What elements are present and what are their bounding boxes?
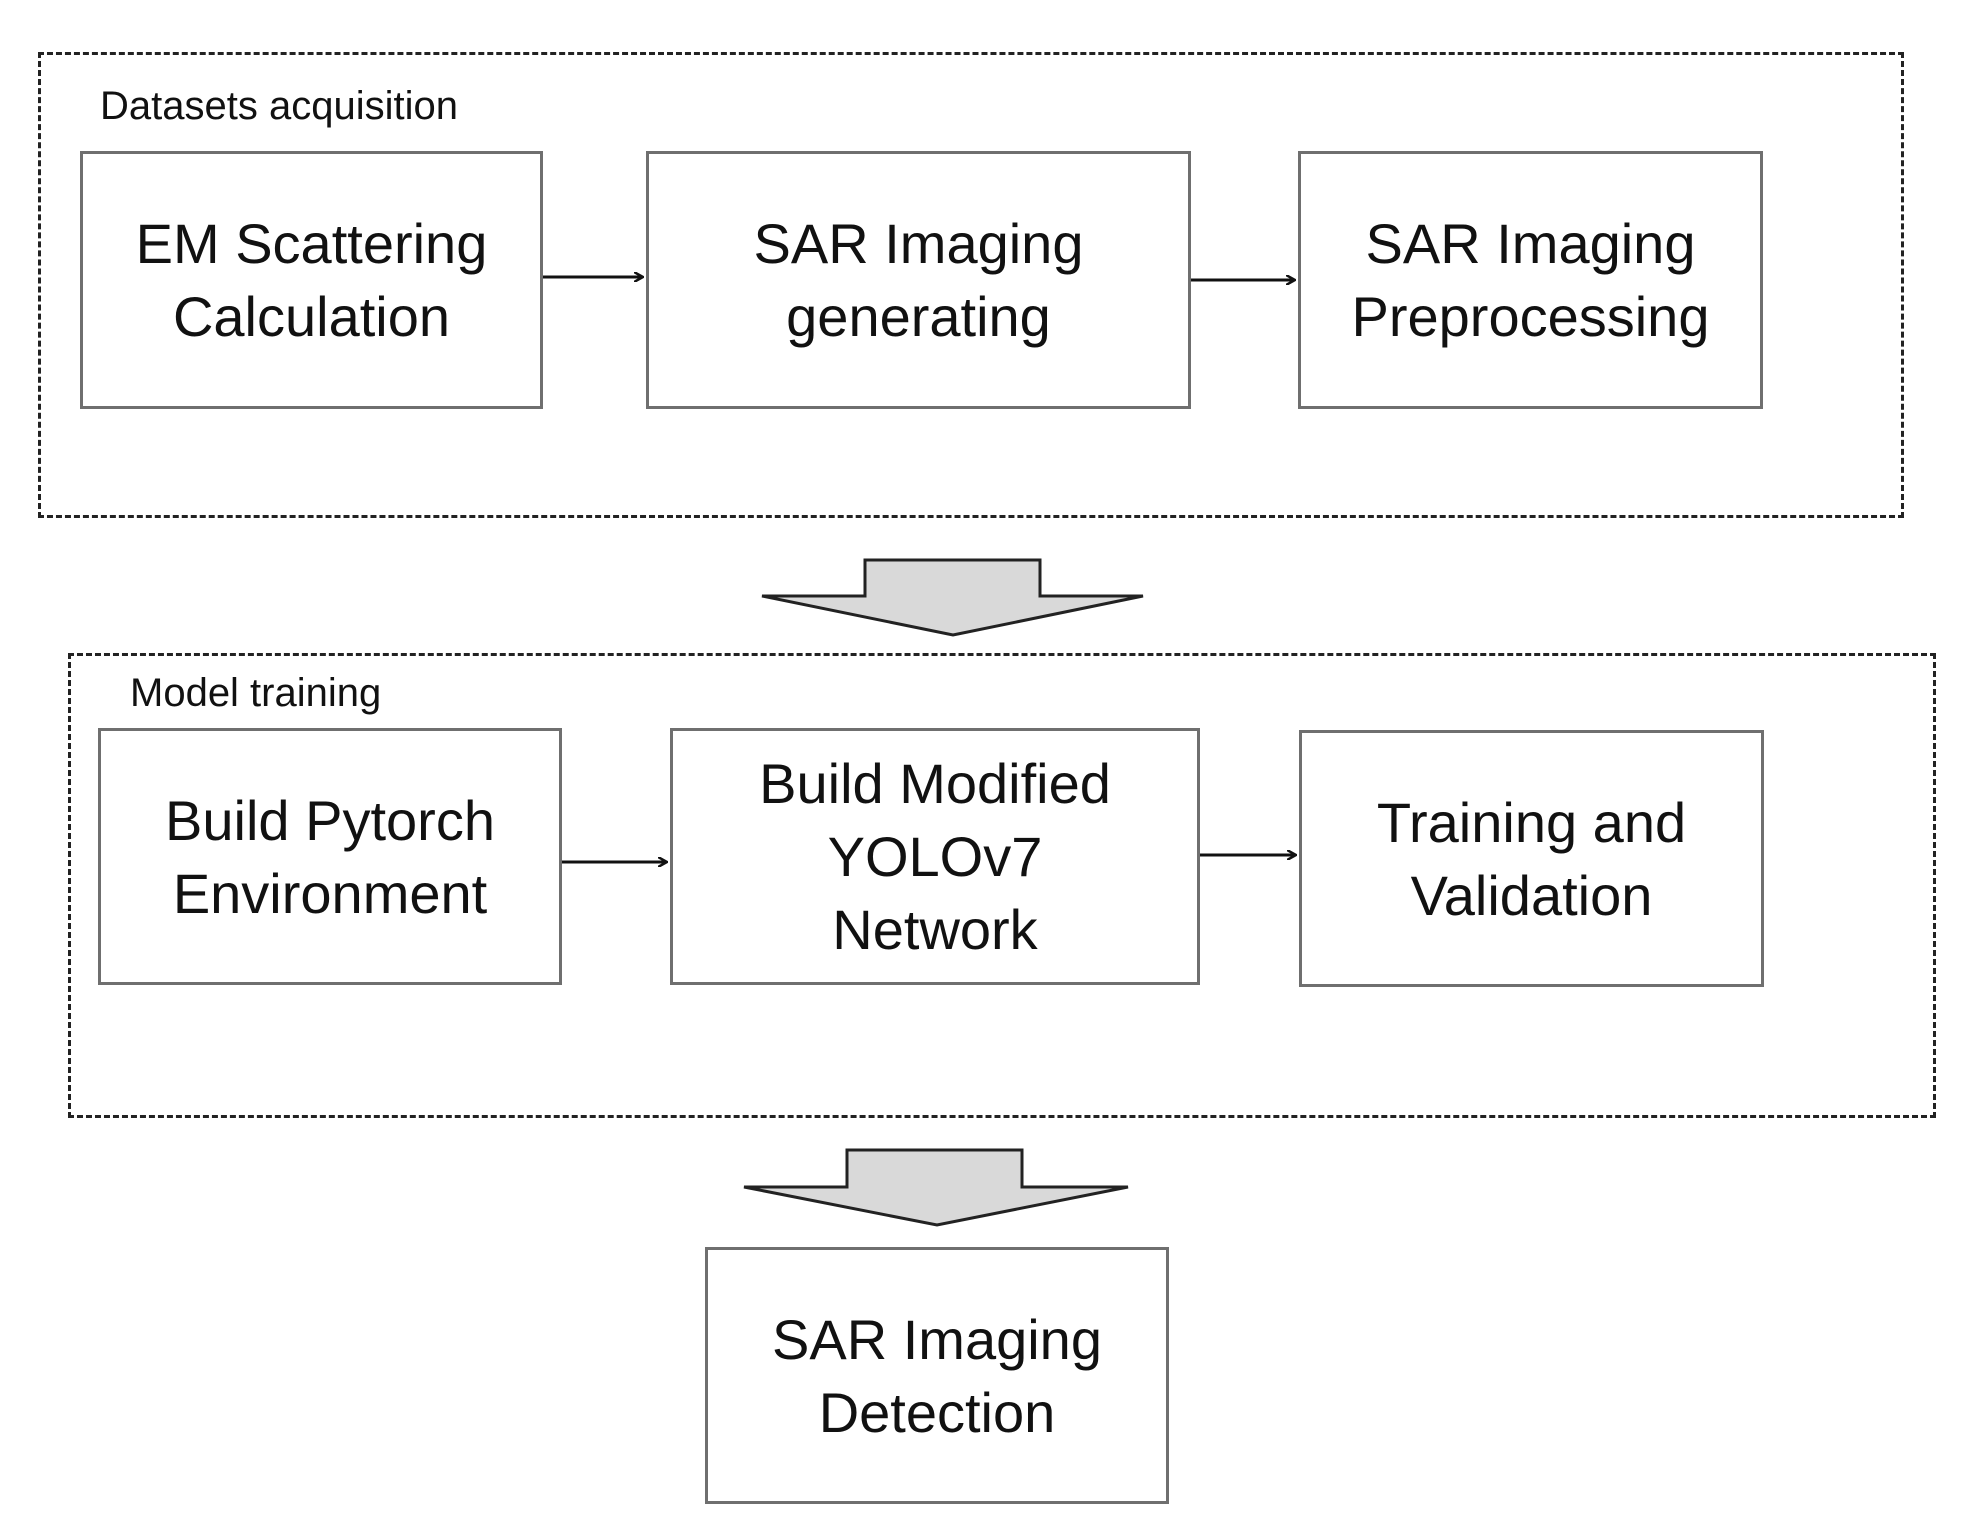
- build-pytorch-environment-text: Build Pytorch Environment: [165, 788, 495, 925]
- sar-imaging-generating-text: SAR Imaging generating: [753, 212, 1084, 348]
- block-arrow-datasets-to-training: [761, 558, 1144, 637]
- sar-imaging-preprocessing-text: SAR Imaging Preprocessing: [1351, 212, 1710, 348]
- build-modified-yolov7-network-text: Build Modified YOLOv7 Network: [759, 752, 1111, 961]
- training-and-validation-text: Training and Validation: [1376, 790, 1687, 927]
- build-pytorch-environment-box: Build Pytorch Environment: [98, 728, 562, 985]
- em-scattering-calculation-box: EM Scattering Calculation: [80, 151, 543, 409]
- sar-imaging-detection-box: SAR Imaging Detection: [705, 1247, 1169, 1504]
- datasets-acquisition-label: Datasets acquisition: [100, 84, 458, 128]
- datasets-acquisition-group: [38, 52, 1904, 518]
- model-training-label: Model training: [130, 671, 382, 715]
- block-arrow-training-to-detection: [743, 1148, 1129, 1227]
- sar-imaging-generating-box: SAR Imaging generating: [646, 151, 1191, 409]
- training-and-validation-box: Training and Validation: [1299, 730, 1764, 987]
- build-modified-yolov7-network-box: Build Modified YOLOv7 Network: [670, 728, 1200, 985]
- sar-imaging-detection-text: SAR Imaging Detection: [772, 1307, 1102, 1444]
- em-scattering-calculation-text: EM Scattering Calculation: [135, 212, 488, 348]
- sar-imaging-preprocessing-box: SAR Imaging Preprocessing: [1298, 151, 1763, 409]
- model-training-group: [68, 653, 1936, 1118]
